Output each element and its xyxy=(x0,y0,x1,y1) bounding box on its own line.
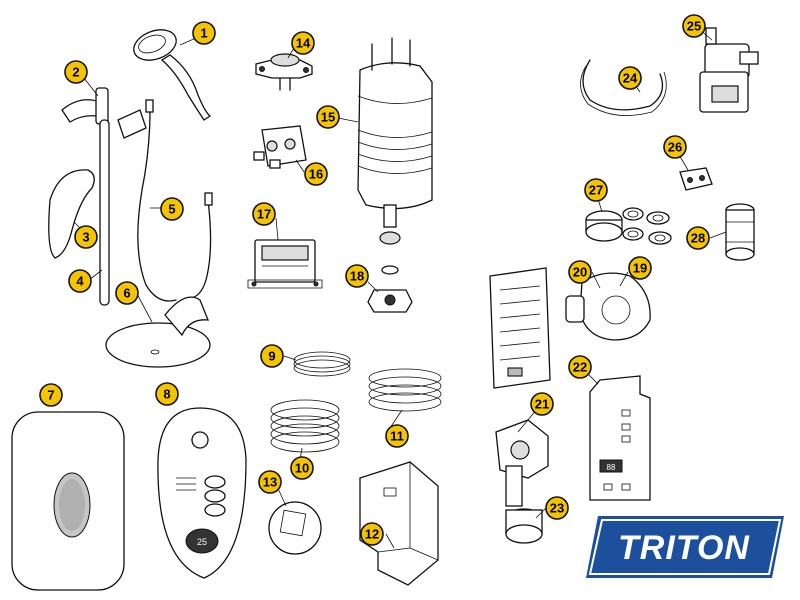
badge-16-label: 16 xyxy=(309,167,323,182)
part-6-soap-dish xyxy=(105,296,211,368)
part-8-control-unit: 25 xyxy=(157,407,247,579)
badge-16: 16 xyxy=(304,162,328,186)
triton-logo: TRITON xyxy=(586,516,784,578)
badge-18: 18 xyxy=(345,264,369,288)
part-28-extension-fitting xyxy=(725,203,755,261)
badge-24: 24 xyxy=(618,66,642,90)
part-10-coil xyxy=(270,399,340,453)
badge-11-label: 11 xyxy=(390,429,404,444)
part-16-terminal-block xyxy=(253,125,307,169)
badge-10-label: 10 xyxy=(295,461,309,476)
pcb-board xyxy=(489,267,551,389)
part-23-inlet xyxy=(505,508,543,544)
part-4-riser-rail xyxy=(99,119,110,306)
badge-28-label: 28 xyxy=(691,231,705,246)
badge-2-label: 2 xyxy=(72,65,79,80)
part-7-shower-cover xyxy=(11,411,125,591)
badge-6-label: 6 xyxy=(123,286,130,301)
badge-14-label: 14 xyxy=(296,36,311,51)
badge-6: 6 xyxy=(115,281,139,305)
badge-25-label: 25 xyxy=(687,19,701,34)
part-22-display-pcb: 88 xyxy=(589,375,651,501)
badge-13: 13 xyxy=(258,470,282,494)
badge-15-label: 15 xyxy=(321,110,335,125)
pcb-display-readout: 88 xyxy=(607,463,616,472)
part-27-washers xyxy=(585,207,672,245)
badge-26-label: 26 xyxy=(668,140,682,155)
badge-20-label: 20 xyxy=(573,265,587,280)
badge-23-label: 23 xyxy=(550,501,564,516)
part-2-rail-bracket xyxy=(61,87,147,139)
badge-5: 5 xyxy=(160,197,184,221)
badge-3: 3 xyxy=(74,225,98,249)
badge-4: 4 xyxy=(68,269,92,293)
triton-logo-text: TRITON xyxy=(618,529,750,567)
part-11-coil xyxy=(368,368,442,412)
badge-27-label: 27 xyxy=(589,183,603,198)
badge-13-label: 13 xyxy=(263,475,277,490)
badge-19: 19 xyxy=(628,256,652,280)
badge-21: 21 xyxy=(530,392,554,416)
badge-7: 7 xyxy=(39,383,63,407)
badge-2: 2 xyxy=(64,60,88,84)
badge-17: 17 xyxy=(252,202,276,226)
badge-14: 14 xyxy=(291,31,315,55)
part-5-shower-hose xyxy=(137,99,213,302)
part-19-20-valve-assembly xyxy=(565,272,651,341)
part-3-handset-holder xyxy=(48,169,95,259)
control-unit-display-readout: 25 xyxy=(197,537,207,547)
triton-logo-inner-border xyxy=(588,519,782,575)
part-15-heater-tank xyxy=(357,37,433,245)
badge-9-label: 9 xyxy=(268,349,275,364)
badge-22-label: 22 xyxy=(573,360,587,375)
part-12-mounting-bracket xyxy=(359,461,439,586)
badge-19-label: 19 xyxy=(633,261,647,276)
badge-20: 20 xyxy=(568,260,592,284)
badge-5-label: 5 xyxy=(168,202,175,217)
part-21-valve-body xyxy=(495,419,549,507)
badge-21-label: 21 xyxy=(535,397,549,412)
badge-1-label: 1 xyxy=(200,26,207,41)
badge-26: 26 xyxy=(663,135,687,159)
badge-8: 8 xyxy=(155,382,179,406)
badge-17-label: 17 xyxy=(257,207,271,222)
badge-11: 11 xyxy=(385,424,409,448)
part-18-pressure-switch xyxy=(367,265,413,313)
part-26-connector xyxy=(679,167,713,191)
badge-27: 27 xyxy=(584,178,608,202)
badge-24-label: 24 xyxy=(623,71,638,86)
badge-3-label: 3 xyxy=(82,230,89,245)
badge-7-label: 7 xyxy=(47,388,54,403)
part-13-knob xyxy=(268,501,322,555)
part-9-small-coil xyxy=(293,351,351,377)
part-24-clamp-bracket xyxy=(580,59,667,116)
badge-9: 9 xyxy=(260,344,284,368)
badge-28: 28 xyxy=(686,226,710,250)
part-17-transformer xyxy=(247,239,323,289)
badge-1: 1 xyxy=(192,21,216,45)
part-1-shower-head xyxy=(133,29,212,121)
badge-12: 12 xyxy=(360,522,384,546)
badge-23: 23 xyxy=(545,496,569,520)
badge-8-label: 8 xyxy=(163,387,170,402)
badge-15: 15 xyxy=(316,105,340,129)
badge-10: 10 xyxy=(290,456,314,480)
badge-22: 22 xyxy=(568,355,592,379)
triton-logo-outer xyxy=(586,516,784,578)
part-number-badges: 1 2 3 4 5 6 7 8 9 10 11 12 13 14 15 16 1… xyxy=(39,14,710,546)
badge-4-label: 4 xyxy=(76,274,84,289)
badge-18-label: 18 xyxy=(350,269,364,284)
part-25-solenoid xyxy=(699,27,759,113)
part-14-thermal-cutout xyxy=(255,53,313,91)
badge-25: 25 xyxy=(682,14,706,38)
badge-12-label: 12 xyxy=(365,527,379,542)
